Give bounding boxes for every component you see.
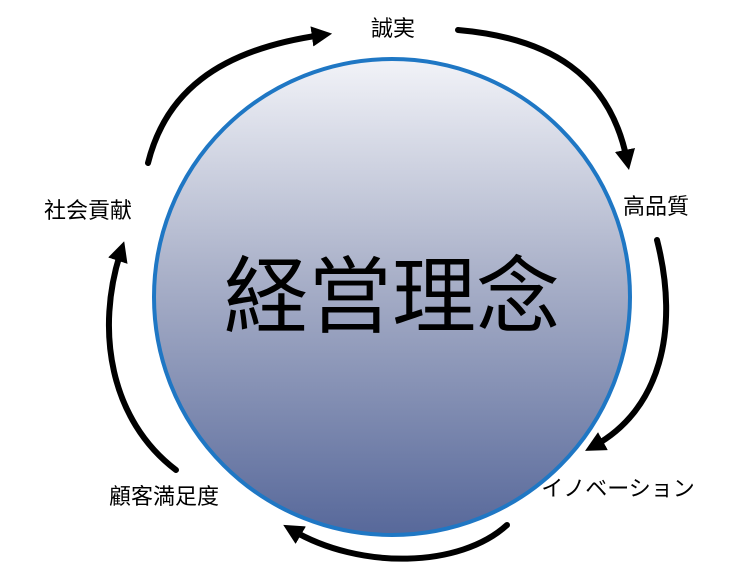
arrow-integrity-to-quality [455,27,635,171]
arrow-customer-to-social [105,241,179,473]
node-customer-satisfaction: 顧客満足度 [109,485,219,510]
center-circle [152,57,632,537]
node-innovation: イノベーション [541,477,695,502]
arrow-innovation-to-customer [283,522,510,562]
arrow-social-to-integrity [145,26,333,166]
node-quality: 高品質 [623,195,689,220]
arrow-quality-to-innovation [585,237,670,451]
node-social-contribution: 社会貢献 [44,199,132,224]
node-integrity: 誠実 [371,17,415,42]
center-title: 経営理念 [224,248,560,346]
